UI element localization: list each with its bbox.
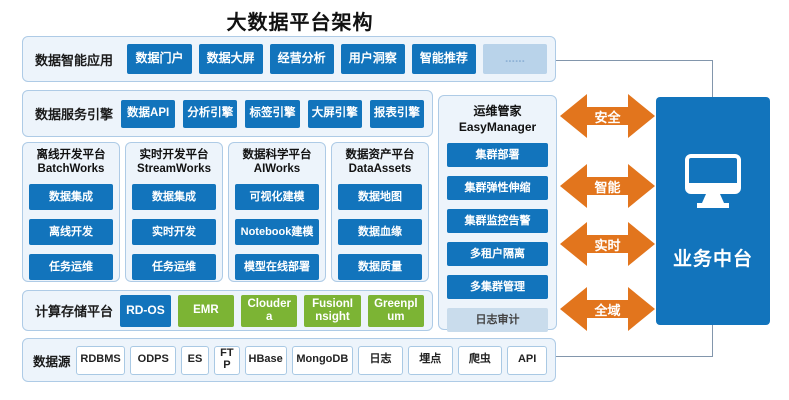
platform-streamworks-header: 实时开发平台 StreamWorks — [132, 148, 216, 180]
ds-rdbms: RDBMS — [75, 345, 126, 375]
em-item-log-audit: 日志审计 — [447, 308, 548, 333]
ds-ftp: FTP — [213, 345, 240, 375]
dataassets-item-data-map: 数据地图 — [338, 184, 422, 210]
platform-aiworks: 数据科学平台 AIWorks 可视化建模 Notebook建模 模型在线部署 — [228, 142, 326, 282]
service-item-data-api: 数据API — [121, 99, 176, 128]
service-layer-label: 数据服务引擎 — [35, 107, 114, 122]
em-item-elastic-scaling: 集群弹性伸缩 — [447, 176, 548, 201]
platform-dataassets: 数据资产平台 DataAssets 数据地图 数据血缘 数据质量 — [331, 142, 429, 282]
easymanager-title: 运维管家 — [473, 104, 522, 118]
app-item-more: ...... — [482, 44, 548, 74]
platform-title: 离线开发平台 — [36, 149, 106, 161]
compute-item-cloudera: Cloudera — [241, 294, 298, 327]
connector-line-bottom-horizontal — [556, 356, 713, 357]
datasource-label: 数据源 — [33, 354, 71, 369]
em-item-cluster-deploy: 集群部署 — [447, 143, 548, 168]
platform-title: 实时开发平台 — [139, 149, 209, 161]
ds-es: ES — [181, 345, 209, 375]
platform-batchworks: 离线开发平台 BatchWorks 数据集成 离线开发 任务运维 — [22, 142, 120, 282]
compute-layer-label: 计算存储平台 — [35, 304, 114, 319]
datasource-panel: 数据源 RDBMS ODPS ES FTP HBase MongoDB 日志 埋… — [22, 338, 556, 382]
ds-crawler: 爬虫 — [457, 345, 503, 375]
double-arrow-icon — [560, 222, 655, 266]
easymanager-panel: 运维管家 EasyManager 集群部署 集群弹性伸缩 集群监控告警 多租户隔… — [438, 95, 557, 333]
arrow-security: 安全 — [560, 92, 655, 140]
em-item-monitor-alert: 集群监控告警 — [447, 209, 548, 234]
compute-item-fusioninsight: FusionInsight — [304, 294, 361, 327]
easymanager-subtitle: EasyManager — [458, 119, 537, 134]
app-item-business-analysis: 经营分析 — [269, 44, 334, 74]
arrow-intelligent: 智能 — [560, 162, 655, 210]
compute-item-greenplum: Greenplum — [367, 294, 424, 327]
connector-line-top-horizontal — [556, 60, 713, 61]
compute-layer-panel: 计算存储平台 RD-OS EMR Cloudera FusionInsight … — [22, 290, 433, 331]
em-item-multicluster-mgmt: 多集群管理 — [447, 275, 548, 300]
double-arrow-icon — [560, 287, 655, 331]
platform-subtitle: StreamWorks — [137, 163, 211, 176]
batchworks-item-offline-dev: 离线开发 — [29, 219, 113, 245]
batchworks-item-task-ops: 任务运维 — [29, 254, 113, 280]
dataassets-item-data-quality: 数据质量 — [338, 254, 422, 280]
app-item-data-screen: 数据大屏 — [198, 44, 263, 74]
streamworks-item-task-ops: 任务运维 — [132, 254, 216, 280]
platform-title: 数据资产平台 — [345, 149, 415, 161]
aiworks-item-model-deploy: 模型在线部署 — [235, 254, 319, 280]
platform-dataassets-header: 数据资产平台 DataAssets — [338, 148, 422, 180]
compute-item-rdos: RD-OS — [120, 294, 171, 327]
easymanager-header: 运维管家 EasyManager — [447, 104, 548, 135]
platform-subtitle: BatchWorks — [37, 163, 105, 176]
platform-aiworks-header: 数据科学平台 AIWorks — [235, 148, 319, 180]
streamworks-item-data-integration: 数据集成 — [132, 184, 216, 210]
arrow-realtime: 实时 — [560, 220, 655, 268]
arrow-holistic: 全域 — [560, 285, 655, 333]
aiworks-item-visual-modeling: 可视化建模 — [235, 184, 319, 210]
ds-odps: ODPS — [130, 345, 177, 375]
service-layer-panel: 数据服务引擎 数据API 分析引擎 标签引擎 大屏引擎 报表引擎 — [22, 90, 433, 137]
platform-streamworks: 实时开发平台 StreamWorks 数据集成 实时开发 任务运维 — [125, 142, 223, 282]
app-item-data-portal: 数据门户 — [127, 44, 192, 74]
connector-line-bottom-vertical — [712, 325, 713, 356]
arrow-intelligent-label: 智能 — [594, 179, 621, 195]
app-item-user-insight: 用户洞察 — [340, 44, 405, 74]
arrow-security-label: 安全 — [594, 109, 621, 125]
connector-line-top-vertical — [712, 60, 713, 97]
app-layer-panel: 数据智能应用 数据门户 数据大屏 经营分析 用户洞察 智能推荐 ...... — [22, 36, 556, 82]
monitor-icon — [685, 153, 741, 208]
platform-subtitle: DataAssets — [348, 163, 412, 176]
service-item-tag-engine: 标签引擎 — [245, 99, 300, 128]
double-arrow-icon — [560, 164, 655, 208]
ds-tracking: 埋点 — [407, 345, 453, 375]
arrow-holistic-label: 全域 — [594, 302, 621, 318]
app-item-smart-recommendation: 智能推荐 — [411, 44, 476, 74]
page-title: 大数据平台架构 — [226, 12, 374, 34]
ds-api: API — [507, 345, 548, 375]
ds-hbase: HBase — [244, 345, 287, 375]
dataassets-item-data-lineage: 数据血缘 — [338, 219, 422, 245]
platform-title: 数据科学平台 — [242, 149, 312, 161]
double-arrow-icon — [560, 94, 655, 138]
ds-mongodb: MongoDB — [291, 345, 354, 375]
platform-subtitle: AIWorks — [253, 163, 301, 176]
ds-log: 日志 — [358, 345, 403, 375]
streamworks-item-realtime-dev: 实时开发 — [132, 219, 216, 245]
platform-batchworks-header: 离线开发平台 BatchWorks — [29, 148, 113, 180]
arrow-realtime-label: 实时 — [594, 237, 621, 253]
aiworks-item-notebook-modeling: Notebook建模 — [235, 219, 319, 245]
service-item-screen-engine: 大屏引擎 — [307, 99, 362, 128]
service-item-report-engine: 报表引擎 — [369, 99, 425, 128]
batchworks-item-data-integration: 数据集成 — [29, 184, 113, 210]
business-center-label: 业务中台 — [672, 248, 753, 270]
business-center-box: 业务中台 — [656, 97, 770, 325]
em-item-multitenant-isolation: 多租户隔离 — [447, 242, 548, 267]
app-layer-label: 数据智能应用 — [35, 52, 114, 68]
compute-item-emr: EMR — [177, 294, 235, 327]
service-item-analysis-engine: 分析引擎 — [183, 99, 238, 128]
